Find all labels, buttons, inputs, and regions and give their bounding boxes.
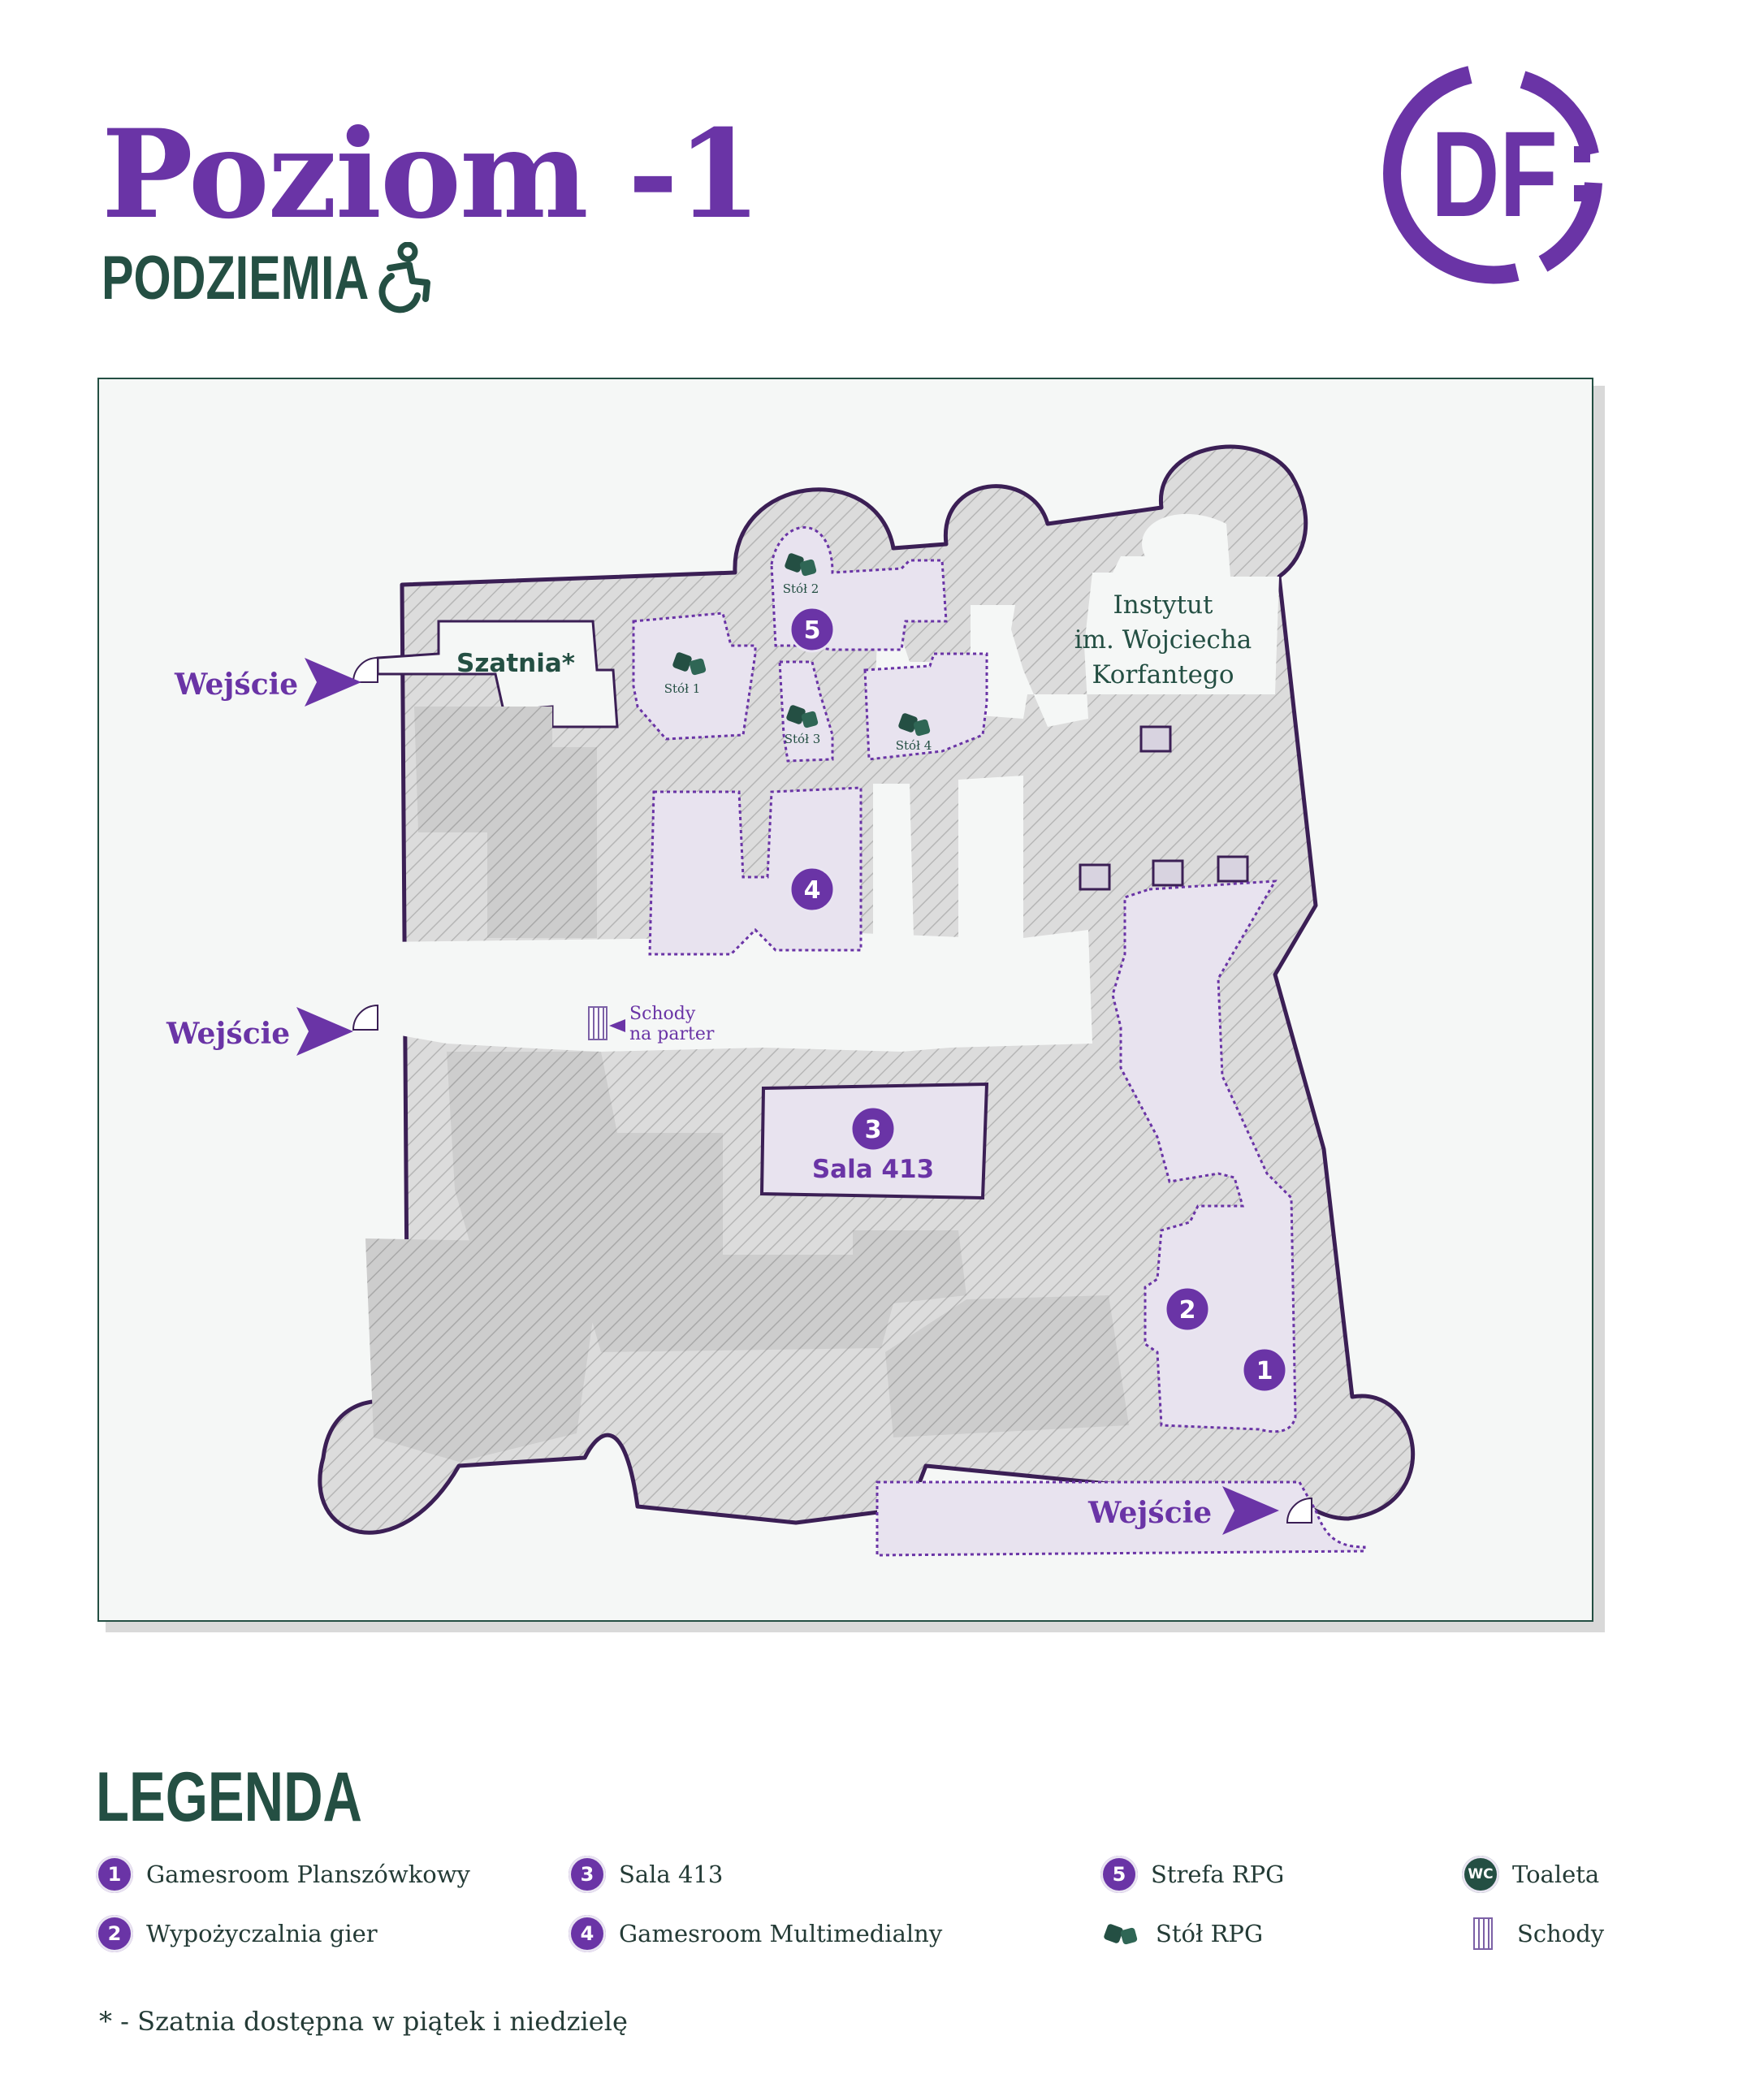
legend-item-stairs: Schody [1462, 1913, 1604, 1955]
entrance-label: Wejście [166, 1017, 290, 1051]
pillar [1217, 855, 1249, 883]
entrance-arrow-icon [1222, 1486, 1279, 1535]
marker-5: 5 [789, 606, 836, 653]
dice-icon [785, 553, 817, 577]
institute-label: Instytut [1113, 590, 1214, 620]
stairs-arrow-icon [609, 1019, 625, 1032]
legend-item-multimedia: 4 Gamesroom Multimedialny [569, 1913, 942, 1955]
wc-icon: WC [1462, 1856, 1499, 1893]
marker-1: 1 [1241, 1346, 1288, 1394]
legend-badge: 4 [569, 1915, 606, 1952]
pillar [1152, 859, 1184, 887]
door-icon [352, 1004, 378, 1031]
room-rpg-4 [863, 652, 988, 761]
svg-text:1: 1 [1256, 1357, 1273, 1385]
legend-item-sala-413: 3 Sala 413 [569, 1853, 723, 1895]
table-label: Stół 4 [896, 738, 932, 753]
legend-item-rpg-table: Stół RPG [1100, 1913, 1263, 1955]
legend-item-toilet: WC Toaleta [1462, 1853, 1599, 1895]
corridor-main [378, 930, 1092, 1052]
legend-label: Toaleta [1512, 1861, 1600, 1888]
legend-badge: 3 [569, 1856, 606, 1893]
cloakroom-label: Szatnia* [456, 649, 575, 678]
room-rpg-3 [778, 660, 834, 763]
page-subtitle: PODZIEMIA [102, 244, 370, 313]
interior-block-southwest [365, 1238, 593, 1462]
logo-text: DF [1431, 106, 1558, 242]
page-title: Poziom -1 [102, 103, 762, 246]
entrance-label: Wejście [174, 668, 298, 702]
corridor-north [873, 776, 1023, 938]
legend-badge: 2 [96, 1915, 133, 1952]
svg-text:4: 4 [804, 876, 821, 905]
room-rpg-1 [632, 612, 757, 741]
dice-icon [786, 705, 819, 728]
legend-label: Sala 413 [619, 1861, 724, 1888]
marker-3: 3 [850, 1105, 897, 1152]
dice-icon [1100, 1915, 1143, 1952]
entrance-arrow-icon [305, 658, 361, 707]
entrance-label: Wejście [1087, 1496, 1212, 1530]
cloakroom-footnote: * - Szatnia dostępna w piątek i niedziel… [99, 2006, 628, 2037]
dice-icon [898, 713, 931, 737]
marker-2: 2 [1164, 1286, 1211, 1333]
table-label: Stół 3 [785, 732, 821, 746]
stairs-icon [1462, 1915, 1504, 1952]
legend-label: Gamesroom Multimedialny [619, 1920, 943, 1947]
stairs-label: Schody [629, 1004, 696, 1024]
sala-413-label: Sala 413 [812, 1155, 934, 1184]
table-label: Stół 1 [664, 681, 701, 696]
pillar [1139, 725, 1172, 753]
interior-block-southeast [885, 1295, 1129, 1437]
legend-badge: 5 [1100, 1856, 1138, 1893]
interior-block-west [414, 707, 597, 938]
door-icon [1286, 1497, 1312, 1524]
df-logo: DF [1383, 66, 1602, 284]
svg-text:3: 3 [865, 1116, 882, 1144]
entrance-arrow-icon [296, 1007, 353, 1056]
legend-label: Wypożyczalnia gier [146, 1920, 378, 1947]
legend-item-rental: 2 Wypożyczalnia gier [96, 1913, 378, 1955]
stairs-icon [588, 1006, 607, 1040]
legend-label: Strefa RPG [1151, 1861, 1285, 1888]
legend-badge: 1 [96, 1856, 133, 1893]
legend-title: LEGENDA [96, 1758, 362, 1836]
institute-label: Korfantego [1092, 660, 1234, 689]
legend-label: Schody [1517, 1920, 1605, 1947]
dice-icon [672, 652, 707, 676]
stairs-label: na parter [629, 1024, 715, 1044]
legend-label: Stół RPG [1156, 1920, 1264, 1947]
marker-4: 4 [789, 866, 836, 913]
pillar [1079, 863, 1111, 891]
legend-label: Gamesroom Planszówkowy [146, 1861, 470, 1888]
institute-label: im. Wojciecha [1074, 625, 1252, 655]
room-gamesroom-boardgames [1111, 880, 1297, 1433]
floor-map: Wejście Wejście Wejście Szatnia* Instytu… [97, 378, 1605, 1632]
room-gamesroom-multimedia [648, 786, 863, 956]
table-label: Stół 2 [783, 581, 819, 596]
legend-item-boardgames: 1 Gamesroom Planszówkowy [96, 1853, 470, 1895]
wheelchair-icon [378, 242, 430, 313]
svg-text:5: 5 [804, 616, 821, 645]
svg-text:2: 2 [1179, 1296, 1196, 1325]
legend-item-rpg-zone: 5 Strefa RPG [1100, 1853, 1284, 1895]
